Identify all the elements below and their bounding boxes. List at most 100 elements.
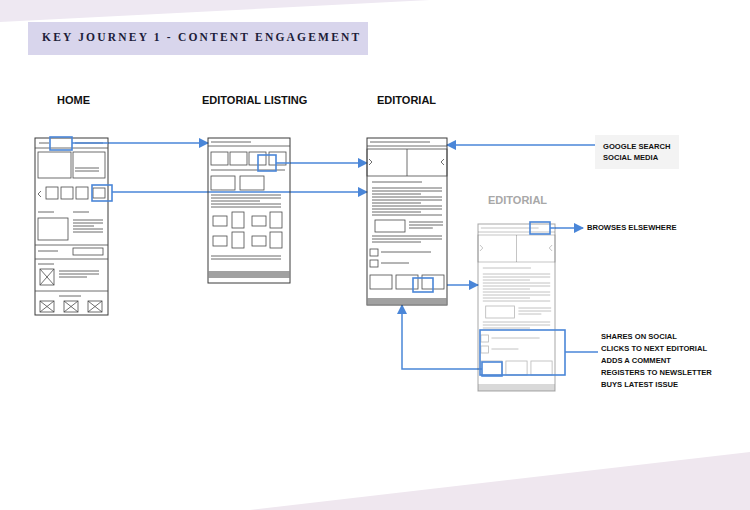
- sketch-scribble: [483, 268, 531, 269]
- highlight-box: [50, 137, 72, 150]
- sketch-line: [549, 248, 552, 251]
- sketch-scribble: [211, 204, 281, 205]
- sketch-scribble: [372, 215, 442, 216]
- sketch-scribble: [73, 223, 103, 224]
- wireframe-screen: EDITORIAL LISTING: [208, 138, 290, 283]
- sketch-box: [40, 269, 54, 285]
- sketch-scribble: [483, 295, 550, 296]
- sketch-scribble: [381, 263, 409, 264]
- highlight-box: [530, 222, 550, 234]
- sketch-scribble: [211, 198, 281, 199]
- sketch-box: [375, 220, 405, 232]
- sketch-box: [270, 212, 282, 228]
- flow-arrow: [112, 191, 367, 193]
- sketch-scribble: [483, 322, 550, 323]
- sketch-scribble: [409, 228, 433, 229]
- sketch-scribble: [211, 259, 281, 260]
- screen-heading: HOME: [57, 94, 90, 106]
- top-band: [0, 0, 430, 22]
- wireframe-screen: HOME: [35, 138, 108, 315]
- highlight-stub: [550, 227, 555, 229]
- sketch-box: [211, 176, 235, 190]
- sketch-box: [46, 187, 58, 199]
- sketch-scribble: [372, 182, 422, 183]
- sketch-scribble: [38, 264, 54, 265]
- sketch-box: [213, 216, 227, 226]
- sketch-box: [73, 248, 103, 255]
- sketch-scribble: [372, 239, 442, 240]
- sketch-box: [232, 232, 244, 248]
- highlight-box: [92, 185, 112, 201]
- sketch-scribble: [372, 194, 421, 195]
- sketch-box: [252, 236, 266, 246]
- sketch-scribble: [38, 212, 54, 213]
- wireframe-screen: EDITORIAL: [367, 138, 447, 305]
- sketch-box: [506, 361, 527, 375]
- sketch-scribble: [483, 289, 530, 290]
- sketch-box: [370, 260, 378, 267]
- sketch-line: [407, 149, 408, 176]
- sketch-scribble: [483, 274, 550, 275]
- sketch-box: [232, 212, 244, 228]
- sketch-box: [481, 361, 502, 375]
- screen-outline: [478, 224, 555, 391]
- sketch-scribble: [59, 274, 99, 275]
- source-box: GOOGLE SEARCH SOCIAL MEDIA: [595, 135, 679, 169]
- sketch-scribble: [211, 195, 281, 196]
- flow-arrow: [447, 144, 595, 146]
- sketch-scribble: [483, 301, 550, 302]
- sketch-scribble: [73, 232, 103, 233]
- flow-arrow: [447, 284, 478, 286]
- sketch-box: [481, 335, 489, 342]
- sketch-scribble: [372, 206, 442, 207]
- sketch-cross: [40, 269, 54, 285]
- sketch-box: [40, 301, 54, 312]
- sketch-scribble: [39, 143, 49, 144]
- wireframe-sketch: [367, 138, 447, 305]
- sketch-scribble: [372, 209, 442, 210]
- sketch-scribble: [518, 311, 551, 312]
- sketch-scribble: [211, 142, 251, 143]
- sketch-scribble: [59, 271, 99, 272]
- sketch-scribble: [211, 201, 260, 202]
- sketch-scribble: [211, 207, 281, 208]
- sketch-scribble: [372, 197, 442, 198]
- sketch-scribble: [491, 338, 539, 339]
- sketch-scribble: [483, 325, 550, 326]
- sketch-scribble: [38, 251, 58, 252]
- sketch-line: [549, 245, 552, 248]
- sketch-box: [367, 149, 447, 176]
- action-text: CLICKS TO NEXT EDITORIAL: [601, 343, 712, 355]
- sketch-scribble: [483, 292, 550, 293]
- sketch-footer: [367, 298, 447, 305]
- sketch-box: [230, 152, 247, 165]
- sketch-scribble: [372, 191, 442, 192]
- sketch-cross: [40, 301, 54, 312]
- sketch-box: [211, 152, 228, 165]
- sketch-box: [396, 275, 418, 289]
- sketch-box: [76, 187, 88, 199]
- sketch-box: [88, 301, 102, 312]
- sketch-box: [73, 152, 105, 178]
- highlight-box: [258, 155, 276, 171]
- sketch-scribble: [372, 236, 442, 237]
- sketch-scribble: [370, 142, 430, 143]
- sketch-line: [516, 235, 517, 262]
- flow-arrow: [402, 305, 482, 369]
- flow-arrow: [290, 162, 367, 164]
- sketch-box: [213, 236, 227, 246]
- title-text: KEY JOURNEY 1 - CONTENT ENGAGEMENT: [42, 31, 354, 43]
- sketch-scribble: [59, 296, 81, 297]
- sketch-scribble: [483, 286, 550, 287]
- sketch-scribble: [75, 171, 99, 172]
- sketch-scribble: [372, 242, 421, 243]
- sketch-scribble: [73, 229, 103, 230]
- action-text: ADDS A COMMENT: [601, 355, 712, 367]
- screen-outline: [35, 138, 108, 315]
- highlight-box: [482, 362, 502, 376]
- sketch-box: [370, 275, 392, 289]
- sketch-scribble: [59, 277, 87, 278]
- sketch-scribble: [75, 168, 99, 169]
- sketch-box: [93, 188, 105, 198]
